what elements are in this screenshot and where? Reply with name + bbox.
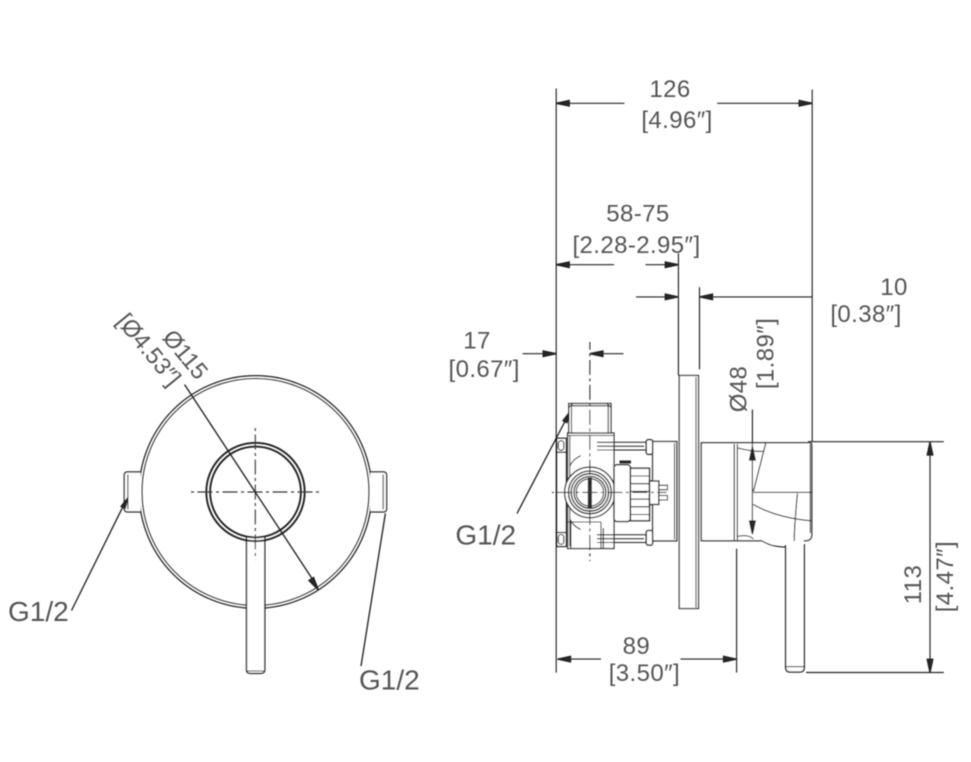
svg-text:G1/2: G1/2 xyxy=(455,520,516,551)
svg-text:89: 89 xyxy=(623,633,651,660)
svg-text:[4.96″]: [4.96″] xyxy=(641,107,712,134)
svg-text:[0.67″]: [0.67″] xyxy=(449,356,520,383)
svg-text:[3.50″]: [3.50″] xyxy=(609,660,680,687)
svg-text:G1/2: G1/2 xyxy=(8,596,69,627)
svg-text:Ø48: Ø48 xyxy=(725,366,752,413)
svg-text:[1.89″]: [1.89″] xyxy=(752,318,779,389)
svg-text:17: 17 xyxy=(463,328,491,355)
svg-text:[4.47″]: [4.47″] xyxy=(932,541,959,612)
svg-text:G1/2: G1/2 xyxy=(359,665,420,696)
svg-text:113: 113 xyxy=(900,565,927,604)
svg-text:[0.38″]: [0.38″] xyxy=(830,301,901,328)
svg-text:[2.28-2.95″]: [2.28-2.95″] xyxy=(572,232,700,259)
svg-text:126: 126 xyxy=(649,76,690,103)
svg-text:58-75: 58-75 xyxy=(606,200,669,227)
svg-text:10: 10 xyxy=(880,274,908,301)
